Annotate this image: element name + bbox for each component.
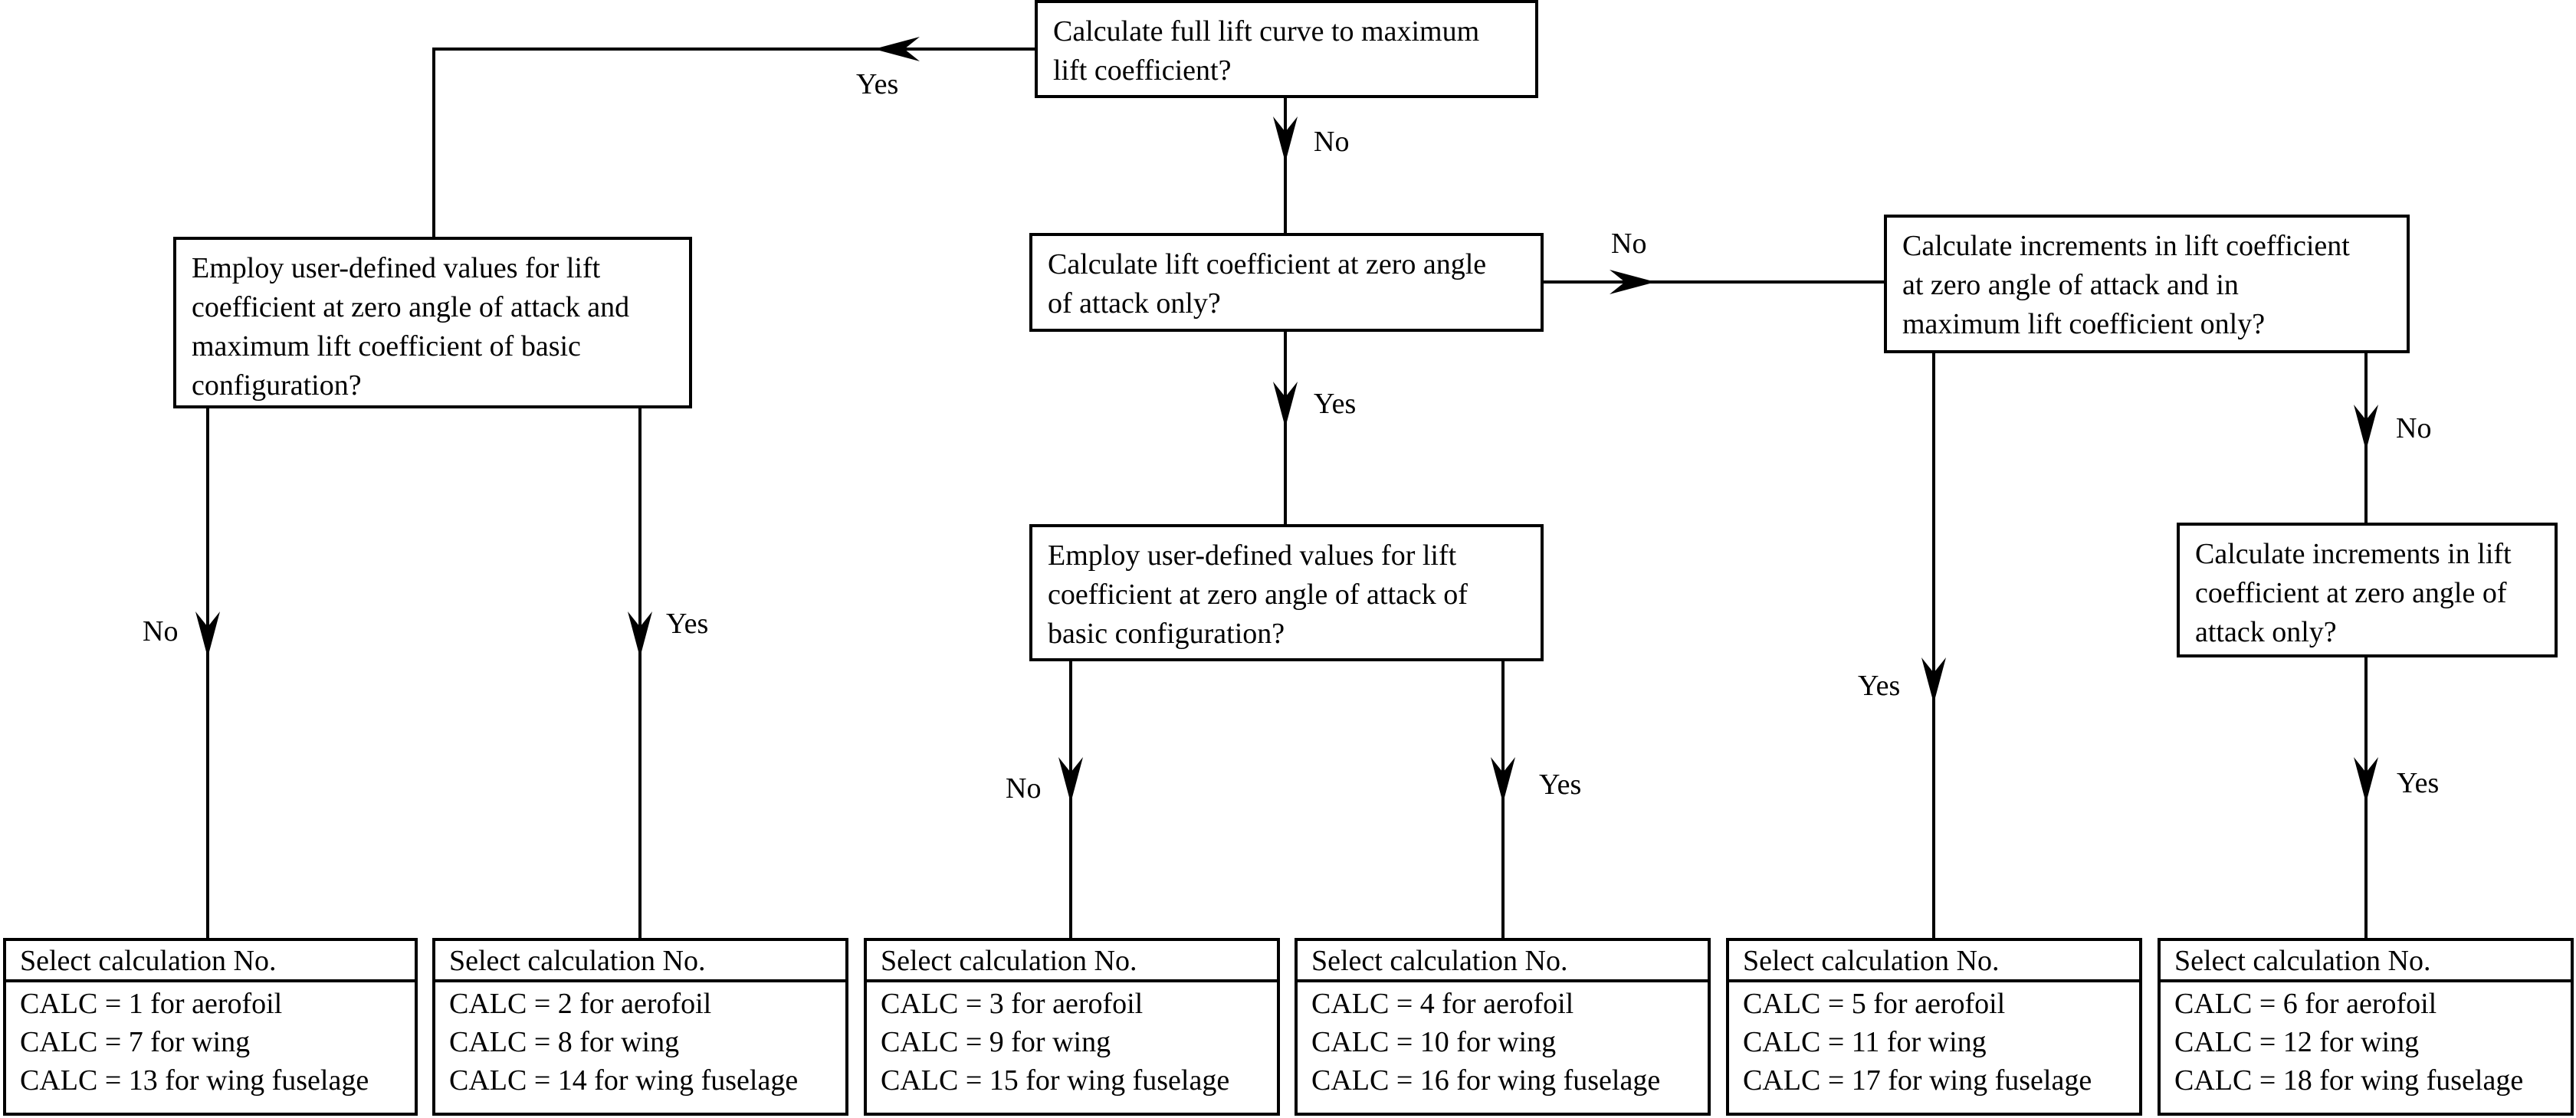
arrowhead-left-yes	[628, 611, 652, 657]
result-line-wing: CALC = 7 for wing	[20, 1026, 251, 1058]
arrowhead-right-yes	[1921, 657, 1946, 703]
decision-full-lift-curve: Calculate full lift curve to maximum lif…	[1035, 0, 1538, 98]
result-heading: Select calculation No.	[867, 941, 1277, 982]
decision-full-lift-curve-text: Calculate full lift curve to maximum lif…	[1053, 15, 1480, 87]
label-right-no: No	[2396, 412, 2432, 444]
result-box-1: Select calculation No. CALC = 1 for aero…	[3, 938, 418, 1116]
result-line-wing-fuselage: CALC = 17 for wing fuselage	[1743, 1064, 2092, 1097]
result-line-aerofoil: CALC = 3 for aerofoil	[881, 988, 1144, 1020]
result-box-4: Select calculation No. CALC = 4 for aero…	[1295, 938, 1711, 1116]
result-line-wing: CALC = 10 for wing	[1311, 1026, 1557, 1058]
decision-increments-zero-alpha: Calculate increments in lift coefficient…	[2177, 523, 2558, 657]
decision-zero-alpha-only: Calculate lift coefficient at zero angle…	[1029, 233, 1544, 332]
decision-user-defined-basic-text: Employ user-defined values for lift coef…	[192, 252, 630, 402]
arrowhead-midlow-no	[1058, 757, 1083, 803]
result-heading: Select calculation No.	[1298, 941, 1708, 982]
connector-top-yes	[432, 48, 1035, 238]
label-mid-yes: Yes	[1314, 388, 1357, 420]
result-line-wing-fuselage: CALC = 13 for wing fuselage	[20, 1064, 369, 1097]
result-line-aerofoil: CALC = 5 for aerofoil	[1743, 988, 2006, 1020]
result-heading: Select calculation No.	[2161, 941, 2571, 982]
result-line-wing-fuselage: CALC = 14 for wing fuselage	[449, 1064, 799, 1097]
label-right-yes: Yes	[1858, 670, 1901, 702]
result-line-wing: CALC = 9 for wing	[881, 1026, 1111, 1058]
label-midlow-yes: Yes	[1539, 769, 1582, 801]
arrowhead-right-no	[2354, 405, 2378, 451]
result-heading: Select calculation No.	[435, 941, 845, 982]
result-line-wing: CALC = 11 for wing	[1743, 1026, 1987, 1058]
arrowhead-midlow-yes	[1491, 757, 1515, 803]
arrowhead-left-no	[195, 611, 220, 657]
decision-user-defined-basic: Employ user-defined values for lift coef…	[173, 237, 692, 408]
result-box-3: Select calculation No. CALC = 3 for aero…	[864, 938, 1280, 1116]
result-line-aerofoil: CALC = 2 for aerofoil	[449, 988, 712, 1020]
arrowhead-mid-yes	[1273, 382, 1298, 428]
result-line-aerofoil: CALC = 1 for aerofoil	[20, 988, 283, 1020]
result-line-wing-fuselage: CALC = 16 for wing fuselage	[1311, 1064, 1661, 1097]
result-box-6: Select calculation No. CALC = 6 for aero…	[2158, 938, 2574, 1116]
arrowhead-top-left	[874, 37, 920, 61]
result-box-2: Select calculation No. CALC = 2 for aero…	[432, 938, 848, 1116]
decision-increments-both-text: Calculate increments in lift coefficient…	[1902, 230, 2350, 340]
label-farright-yes: Yes	[2397, 767, 2440, 799]
result-box-5: Select calculation No. CALC = 5 for aero…	[1726, 938, 2142, 1116]
decision-increments-both: Calculate increments in lift coefficient…	[1884, 215, 2410, 353]
decision-user-defined-zero-alpha: Employ user-defined values for lift coef…	[1029, 524, 1544, 661]
result-heading: Select calculation No.	[1729, 941, 2139, 982]
decision-user-defined-zero-alpha-text: Employ user-defined values for lift coef…	[1048, 539, 1468, 650]
decision-zero-alpha-only-text: Calculate lift coefficient at zero angle…	[1048, 248, 1487, 320]
label-top-yes: Yes	[856, 68, 899, 100]
result-line-wing: CALC = 8 for wing	[449, 1026, 680, 1058]
result-line-wing: CALC = 12 for wing	[2174, 1026, 2420, 1058]
arrowhead-farright-yes	[2354, 757, 2378, 803]
label-mid-no: No	[1611, 228, 1647, 260]
result-line-wing-fuselage: CALC = 15 for wing fuselage	[881, 1064, 1230, 1097]
result-line-aerofoil: CALC = 4 for aerofoil	[1311, 988, 1574, 1020]
arrowhead-mid-right	[1610, 270, 1656, 294]
result-line-wing-fuselage: CALC = 18 for wing fuselage	[2174, 1064, 2524, 1097]
label-left-no: No	[143, 615, 179, 648]
label-top-no: No	[1314, 126, 1350, 158]
result-line-aerofoil: CALC = 6 for aerofoil	[2174, 988, 2437, 1020]
arrowhead-top-down	[1273, 116, 1298, 162]
label-left-yes: Yes	[666, 608, 709, 640]
label-midlow-no: No	[1006, 772, 1042, 805]
decision-increments-zero-alpha-text: Calculate increments in lift coefficient…	[2195, 538, 2512, 648]
result-heading: Select calculation No.	[6, 941, 415, 982]
